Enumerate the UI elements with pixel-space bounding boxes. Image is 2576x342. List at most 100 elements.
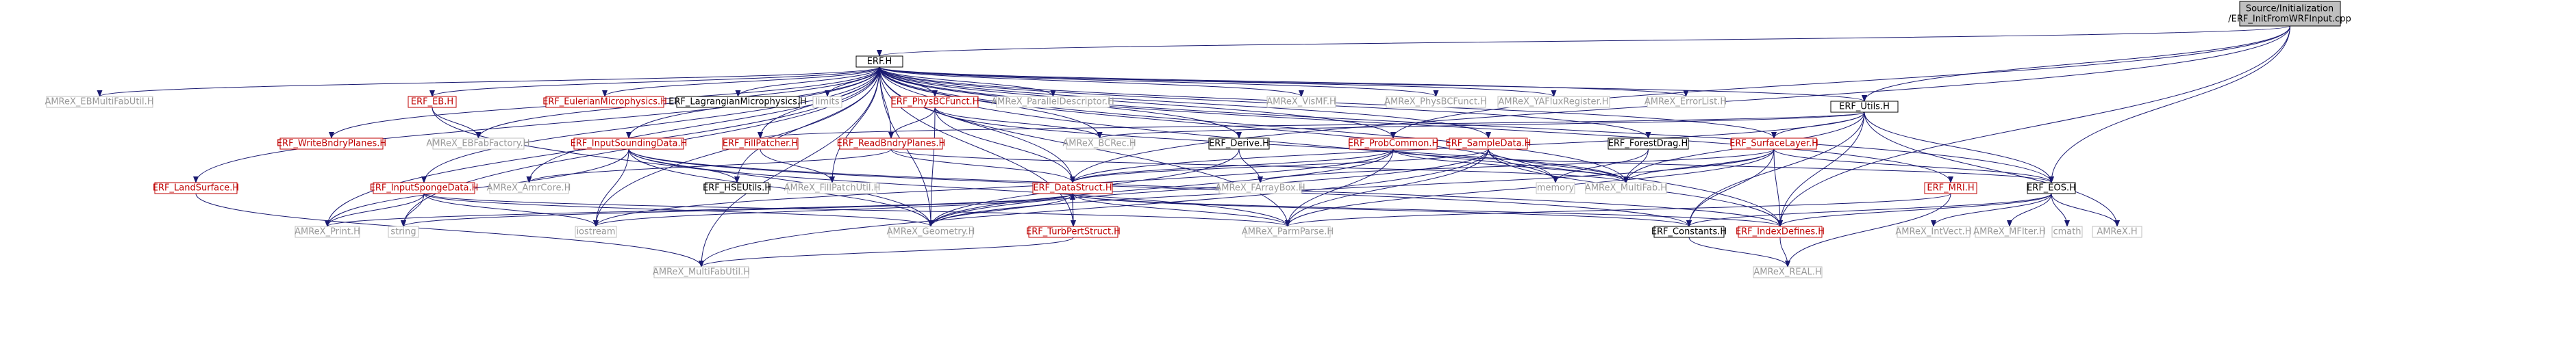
edge-root-to-probcommon xyxy=(1390,25,2290,139)
node-erf-sampledata[interactable]: ERF_SampleData.H xyxy=(1446,137,1531,150)
node-amrex-farraybox[interactable]: AMReX_FArrayBox.H xyxy=(1215,182,1305,194)
node-memory[interactable]: memory xyxy=(1536,182,1575,194)
edge-erf_h-to-vismf xyxy=(879,66,1304,97)
node-amrex-geometry[interactable]: AMReX_Geometry.H xyxy=(887,226,975,238)
node-erf-eb[interactable]: ERF_EB.H xyxy=(408,96,457,108)
svg-text:ERF_EulerianMicrophysics.H: ERF_EulerianMicrophysics.H xyxy=(542,97,667,107)
edge-datastruct-to-string xyxy=(401,193,1073,227)
node-amrex-paralleldescriptor[interactable]: AMReX_ParallelDescriptor.H xyxy=(991,96,1114,108)
svg-text:AMReX_Geometry.H: AMReX_Geometry.H xyxy=(887,227,975,237)
edge-inputsounding-to-parmparse xyxy=(628,148,1290,227)
edge-erf_h-to-hseutils xyxy=(734,66,880,183)
edge-datastruct-to-print xyxy=(325,193,1073,227)
node-erf-eulerianmicrophysics[interactable]: ERF_EulerianMicrophysics.H xyxy=(542,96,667,108)
node-erf-eos[interactable]: ERF_EOS.H xyxy=(2027,182,2076,194)
svg-text:AMReX_MultiFabUtil.H: AMReX_MultiFabUtil.H xyxy=(653,267,750,278)
edge-inputsounding-to-indexdefines xyxy=(628,148,1783,227)
edge-eb-to-ebfab xyxy=(432,107,482,139)
node-erf-h[interactable]: ERF.H xyxy=(855,55,903,68)
node-limits[interactable]: limits xyxy=(812,96,842,108)
node-amrex-physbcfunct[interactable]: AMReX_PhysBCFunct.H xyxy=(1384,96,1487,108)
node-erf-readbndryplanes[interactable]: ERF_ReadBndryPlanes.H xyxy=(837,137,946,150)
svg-text:ERF_Constants.H: ERF_Constants.H xyxy=(1651,227,1727,237)
node-amrex-amrcore[interactable]: AMReX_AmrCore.H xyxy=(487,182,571,194)
edge-sampledata-to-multifab xyxy=(1488,148,1629,183)
node-amrex-parmparse[interactable]: AMReX_ParmParse.H xyxy=(1242,226,1334,238)
node-string[interactable]: string xyxy=(388,226,419,238)
svg-text:ERF_EOS.H: ERF_EOS.H xyxy=(2027,183,2076,194)
edge-erf_h-to-landsurface xyxy=(193,66,880,183)
edge-erf_utils-to-bcrec xyxy=(1097,111,1865,139)
root-line1: Source/Initialization xyxy=(2246,4,2334,14)
node-erf-writebndryplanes[interactable]: ERF_WriteBndryPlanes.H xyxy=(277,137,386,150)
edge-landsurface-to-multifabutil xyxy=(195,193,704,267)
node-erf-surfacelayer[interactable]: ERF_SurfaceLayer.H xyxy=(1729,137,1818,150)
edge-turbpert-to-multifabutil xyxy=(699,237,1074,267)
edge-erf_h-to-amrex_physbc xyxy=(879,66,1439,97)
node-amrex-errorlist[interactable]: AMReX_ErrorList.H xyxy=(1645,96,1727,108)
node-erf-indexdefines[interactable]: ERF_IndexDefines.H xyxy=(1736,226,1825,238)
node-erf-probcommon[interactable]: ERF_ProbCommon.H xyxy=(1348,137,1439,150)
node-amrex-yafluxregister[interactable]: AMReX_YAFluxRegister.H xyxy=(1497,96,1610,108)
edge-erf_h-to-inputsponge xyxy=(421,66,880,183)
svg-text:limits: limits xyxy=(815,97,840,107)
edge-erf_eos-to-constants xyxy=(1686,193,2052,227)
node-erf-hseutils[interactable]: ERF_HSEUtils.H xyxy=(703,182,771,194)
svg-text:AMReX_ParallelDescriptor.H: AMReX_ParallelDescriptor.H xyxy=(991,97,1114,107)
node-amrex-ebmultifabutil[interactable]: AMReX_EBMultiFabUtil.H xyxy=(45,96,154,108)
node-amrex-mfiter[interactable]: AMReX_MFIter.H xyxy=(1973,226,2046,238)
node-amrex-multifab[interactable]: AMReX_MultiFab.H xyxy=(1585,182,1667,194)
node-amrex-vismf[interactable]: AMReX_VisMF.H xyxy=(1266,96,1336,108)
node-erf-inputspongedata[interactable]: ERF_InputSpongeData.H xyxy=(370,182,479,194)
edge-erf_h-to-erf_utils xyxy=(879,66,1867,102)
edge-fillpatcher-to-fillpatchutil xyxy=(760,148,835,183)
edge-erf_h-to-eb xyxy=(429,66,880,97)
edge-root-to-indexdefines xyxy=(1777,25,2290,227)
svg-text:AMReX.H: AMReX.H xyxy=(2097,227,2137,237)
node-erf-fillpatcher[interactable]: ERF_FillPatcher.H xyxy=(722,137,799,150)
edge-surfacelayer-to-geometry xyxy=(928,148,1775,227)
node-erf-physbcfunct[interactable]: ERF_PhysBCFunct.H xyxy=(891,96,979,108)
node-erf-turbpertstruct[interactable]: ERF_TurbPertStruct.H xyxy=(1026,226,1121,238)
edge-erf_utils-to-indexdefines xyxy=(1777,111,1865,227)
dependency-edges xyxy=(97,25,2290,267)
edge-datastruct-to-iostream xyxy=(593,193,1073,227)
edge-physbcfunct-to-bcrec xyxy=(934,107,1103,139)
node-amrex-print[interactable]: AMReX_Print.H xyxy=(295,226,360,238)
node-amrex-multifabutil[interactable]: AMReX_MultiFabUtil.H xyxy=(653,266,750,278)
node-erf-inputsoundingdata[interactable]: ERF_InputSoundingData.H xyxy=(571,137,688,150)
node-amrex-intvect[interactable]: AMReX_IntVect.H xyxy=(1895,226,1972,238)
svg-text:AMReX_EBMultiFabUtil.H: AMReX_EBMultiFabUtil.H xyxy=(45,97,153,107)
edge-root-to-erf_eos xyxy=(2049,25,2290,183)
edge-erf_h-to-erf_eos xyxy=(879,66,2054,183)
node-erf-landsurface[interactable]: ERF_LandSurface.H xyxy=(153,182,239,194)
node-amrex-ebfabfactory[interactable]: AMReX_EBFabFactory.H xyxy=(426,137,530,150)
node-amrex-real[interactable]: AMReX_REAL.H xyxy=(1753,266,1823,278)
node-amrex-bcrec[interactable]: AMReX_BCRec.H xyxy=(1062,137,1136,150)
node-amrex-fillpatchutil[interactable]: AMReX_FillPatchUtil.H xyxy=(784,182,881,194)
node-iostream[interactable]: iostream xyxy=(575,226,617,238)
node-erf-mri[interactable]: ERF_MRI.H xyxy=(1924,182,1977,194)
edge-sampledata-to-parmparse xyxy=(1285,148,1489,227)
edge-sampledata-to-multifabutil xyxy=(699,148,1489,267)
svg-text:ERF_PhysBCFunct.H: ERF_PhysBCFunct.H xyxy=(891,97,979,107)
edge-erf_h-to-yaflux xyxy=(879,66,1557,97)
node-cmath[interactable]: cmath xyxy=(2051,226,2083,238)
edge-erf_h-to-ebmultifab xyxy=(97,66,880,97)
svg-text:ERF_LandSurface.H: ERF_LandSurface.H xyxy=(153,183,239,194)
svg-text:AMReX_FillPatchUtil.H: AMReX_FillPatchUtil.H xyxy=(784,183,881,194)
node-erf-forestdrag[interactable]: ERF_ForestDrag.H xyxy=(1608,137,1689,150)
edge-constants-to-real xyxy=(1688,237,1790,267)
edge-physbcfunct-to-geometry xyxy=(928,107,936,227)
node-erf-lagrangianmicrophysics[interactable]: ERF_LagrangianMicrophysics.H xyxy=(668,96,807,108)
node-erf-derive[interactable]: ERF_Derive.H xyxy=(1208,137,1270,150)
edge-erf_h-to-bcrec xyxy=(879,66,1103,139)
edge-physbcfunct-to-datastruct xyxy=(934,107,1075,183)
node-amrex-h[interactable]: AMReX.H xyxy=(2092,226,2142,238)
node-erf-datastruct[interactable]: ERF_DataStruct.H xyxy=(1032,182,1113,194)
node-erf-utils[interactable]: ERF_Utils.H xyxy=(1830,101,1899,113)
edge-erf_h-to-amrcore xyxy=(526,66,880,183)
node-erf-constants[interactable]: ERF_Constants.H xyxy=(1651,226,1727,238)
edge-erf_h-to-errorlist xyxy=(879,66,1689,97)
